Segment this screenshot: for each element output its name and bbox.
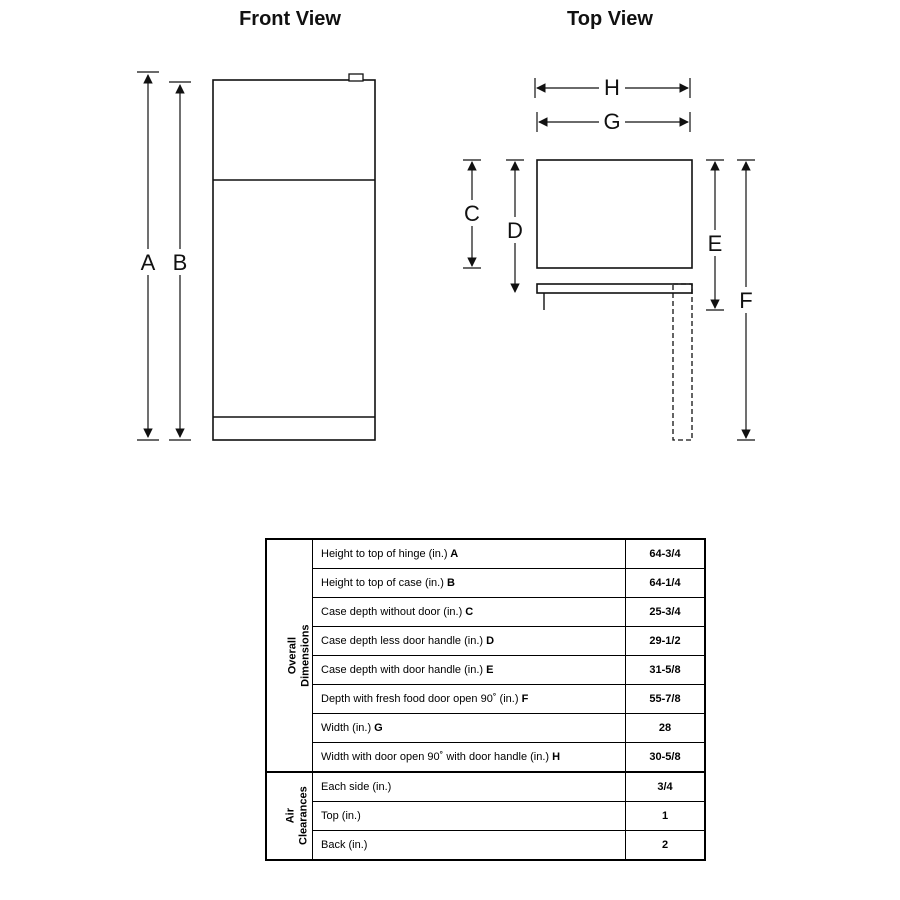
table-row: Overall Dimensions Height to top of hinge… — [265, 538, 706, 773]
spec-table: Overall Dimensions Height to top of hinge… — [265, 538, 706, 861]
refrigerator-outline — [212, 79, 376, 441]
dimension-label-E: E — [708, 231, 723, 256]
dimension-row-value: 55-7/8 — [625, 684, 706, 714]
dimension-row-value: 64-3/4 — [625, 538, 706, 569]
case-outline — [536, 159, 693, 269]
door-outline — [536, 283, 693, 294]
dimension-label-D: D — [507, 218, 523, 243]
dimension-label-C: C — [464, 201, 480, 226]
open-door-dashed — [672, 283, 693, 441]
dimension-row-label: Width with door open 90˚ with door handl… — [312, 742, 626, 773]
dimension-row-value: 64-1/4 — [625, 568, 706, 598]
dimension-row-value: 25-3/4 — [625, 597, 706, 627]
dimension-row-label: Top (in.) — [312, 801, 626, 831]
dimension-row-value: 1 — [625, 801, 706, 831]
dimension-row-value: 31-5/8 — [625, 655, 706, 685]
dimension-label-F: F — [739, 288, 752, 313]
dimension-row-label: Case depth without door (in.) C — [312, 597, 626, 627]
dimension-row-label: Case depth less door handle (in.) D — [312, 626, 626, 656]
dimension-label-H: H — [604, 75, 620, 100]
dimension-row-label: Case depth with door handle (in.) E — [312, 655, 626, 685]
dimension-row-value: 2 — [625, 830, 706, 861]
group-header-label: Air Clearances — [284, 786, 310, 846]
dimension-row-value: 28 — [625, 713, 706, 743]
front-view-title: Front View — [239, 8, 341, 30]
dimension-row-value: 30-5/8 — [625, 742, 706, 773]
dimension-row-value: 3/4 — [625, 771, 706, 802]
dimension-label-G: G — [603, 109, 620, 134]
table-row: Width with door open 90˚ with door handl… — [266, 742, 706, 773]
table-row: Top (in.)1 — [266, 801, 706, 831]
dimension-row-label: Back (in.) — [312, 830, 626, 861]
dimension-row-value: 29-1/2 — [625, 626, 706, 656]
group-header: Air Clearances — [265, 771, 313, 861]
spec-table-body: Overall Dimensions Height to top of hinge… — [265, 538, 706, 861]
dimension-row-label: Each side (in.) — [312, 771, 626, 802]
dimension-label-B: B — [173, 250, 188, 275]
dimension-diagram: Front View Top View A B — [137, 8, 755, 441]
top-view-drawing — [536, 159, 693, 441]
group-header-label: Overall Dimensions — [286, 624, 312, 687]
table-row: Depth with fresh food door open 90˚ (in.… — [266, 684, 706, 714]
group-header: Overall Dimensions — [265, 538, 313, 773]
dimension-row-label: Width (in.) G — [312, 713, 626, 743]
front-view-drawing — [212, 73, 376, 441]
top-hinge — [348, 73, 364, 82]
top-view-title: Top View — [567, 8, 653, 30]
dimension-row-label: Depth with fresh food door open 90˚ (in.… — [312, 684, 626, 714]
dimension-row-label: Height to top of hinge (in.) A — [312, 538, 626, 569]
dimension-row-label: Height to top of case (in.) B — [312, 568, 626, 598]
dimension-label-A: A — [141, 250, 156, 275]
table-row: Back (in.)2 — [266, 830, 706, 861]
